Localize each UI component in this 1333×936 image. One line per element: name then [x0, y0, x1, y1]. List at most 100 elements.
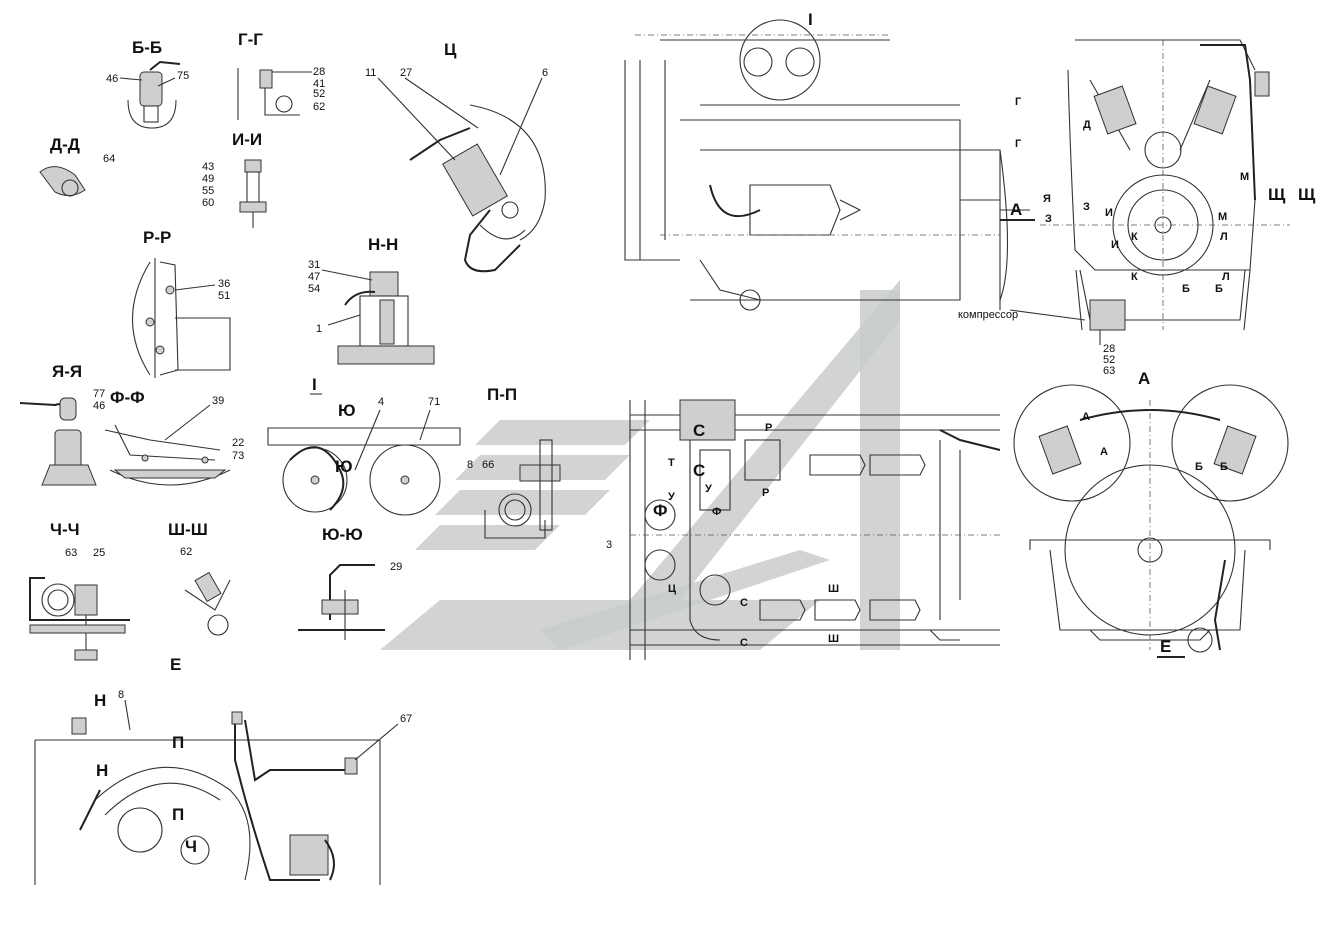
marker-e: Е — [1160, 637, 1171, 656]
callout-63b: 63 — [1103, 365, 1115, 377]
marker-l1: Л — [1220, 231, 1228, 243]
engine-side-view: I — [624, 10, 1001, 311]
section-ii-title: И-И — [232, 130, 262, 149]
section-ii: И-И 43 49 55 60 — [202, 130, 267, 228]
section-yaya: Я-Я 77 46 — [19, 362, 105, 486]
section-yaya-title: Я-Я — [52, 362, 82, 381]
section-e-title: Е — [170, 655, 181, 674]
callout-3: 3 — [606, 539, 612, 551]
callout-28b: 28 — [1103, 343, 1115, 355]
marker-c1: С — [693, 421, 705, 440]
section-shsh-title: Ш-Ш — [168, 520, 208, 539]
callout-36: 36 — [218, 278, 230, 290]
marker-sch2: Щ — [1298, 185, 1316, 204]
callout-47: 47 — [308, 271, 320, 283]
marker-d: Д — [1083, 119, 1091, 131]
section-ts-title: Ц — [444, 40, 457, 59]
watermark-logo — [380, 280, 900, 650]
callout-66: 66 — [482, 459, 494, 471]
section-nn: Н-Н 31 47 54 1 — [308, 235, 435, 365]
marker-g2: Г — [1015, 138, 1022, 150]
marker-a-arrow: А — [1010, 200, 1022, 219]
marker-ch: Ч — [185, 837, 197, 856]
section-dd: Д-Д 64 — [39, 135, 115, 197]
section-bb-title: Б-Б — [132, 38, 162, 57]
callout-11: 11 — [365, 67, 376, 79]
engine-front-view: Г Г Д Я З З И И К К Л Л М М Щ Щ Б Б А ко… — [958, 39, 1316, 388]
marker-sh1: Ш — [828, 583, 839, 595]
callout-28: 28 — [313, 66, 325, 78]
section-gg-title: Г-Г — [238, 30, 263, 49]
marker-z1: З — [1045, 213, 1052, 225]
section-chch-title: Ч-Ч — [50, 520, 80, 539]
callout-27: 27 — [400, 67, 412, 79]
bottom-left-view: Н Н П П Ч 8 67 — [34, 689, 412, 885]
callout-22: 22 — [232, 437, 244, 449]
marker-g1: Г — [1015, 96, 1022, 108]
section-rr: Р-Р 36 51 — [131, 228, 231, 378]
callout-73: 73 — [232, 450, 244, 462]
callout-62b: 62 — [180, 546, 192, 558]
marker-p-top: П — [172, 733, 184, 752]
marker-sch1: Щ — [1268, 185, 1286, 204]
section-yuyu: Ю-Ю 29 — [298, 525, 402, 640]
callout-71: 71 — [428, 396, 440, 408]
marker-a3: А — [1100, 446, 1108, 458]
section-pp-title: П-П — [487, 385, 517, 404]
callout-41: 41 — [313, 78, 325, 90]
section-dd-title: Д-Д — [50, 135, 80, 154]
callout-39: 39 — [212, 395, 224, 407]
section-shsh: Ш-Ш 62 — [168, 520, 231, 636]
callout-62: 62 — [313, 101, 325, 113]
section-ff-title: Ф-Ф — [110, 388, 145, 407]
section-bb: Б-Б 46 75 — [106, 38, 189, 129]
marker-z2: З — [1083, 201, 1090, 213]
marker-b1: Б — [1182, 283, 1190, 295]
marker-n-top: Н — [94, 691, 106, 710]
marker-u2: У — [705, 483, 712, 495]
marker-f1: Ф — [653, 501, 668, 520]
section-yuyu-title: Ю-Ю — [322, 525, 363, 544]
section-pp: П-П 8 66 — [467, 385, 561, 539]
compressor-label: компрессор — [958, 309, 1018, 321]
marker-t: Т — [668, 457, 675, 469]
marker-ya: Я — [1043, 193, 1051, 205]
callout-8b: 8 — [118, 689, 124, 701]
callout-4: 4 — [378, 396, 384, 408]
callout-63: 63 — [65, 547, 77, 559]
callout-52b: 52 — [1103, 354, 1115, 366]
marker-m2: М — [1218, 211, 1227, 223]
engine-rear-view: А А Б Б Е — [1013, 384, 1289, 658]
section-nn-title: Н-Н — [368, 235, 398, 254]
marker-r2: Р — [762, 487, 769, 499]
marker-a2: А — [1082, 411, 1090, 423]
callout-31: 31 — [308, 259, 320, 271]
marker-ts: Ц — [668, 583, 676, 595]
section-ff: Ф-Ф 39 22 73 — [104, 388, 244, 486]
marker-l2: Л — [1222, 271, 1230, 283]
callout-1: 1 — [316, 323, 322, 335]
marker-i1: И — [1105, 207, 1113, 219]
marker-b4: Б — [1220, 461, 1228, 473]
marker-c2: С — [693, 461, 705, 480]
callout-8: 8 — [467, 459, 473, 471]
marker-yu-top: Ю — [338, 401, 356, 420]
marker-p-bot: П — [172, 805, 184, 824]
callout-54: 54 — [308, 283, 320, 295]
callout-52: 52 — [313, 88, 325, 100]
callout-46: 46 — [106, 73, 118, 85]
callout-43: 43 — [202, 161, 214, 173]
marker-u1: У — [668, 491, 675, 503]
marker-i2: И — [1111, 239, 1119, 251]
frame-plan-view: 3 С С С С Т У У Ф Ф Р Р Ц Ш Ш — [606, 399, 1001, 660]
marker-sh2: Ш — [828, 633, 839, 645]
callout-67: 67 — [400, 713, 412, 725]
section-ts: Ц 11 27 6 — [365, 40, 548, 273]
section-gg: Г-Г 28 41 52 62 — [237, 30, 325, 120]
callout-6: 6 — [542, 67, 548, 79]
marker-f2: Ф — [712, 506, 721, 518]
marker-k1: К — [1131, 231, 1138, 243]
callout-29: 29 — [390, 561, 402, 573]
